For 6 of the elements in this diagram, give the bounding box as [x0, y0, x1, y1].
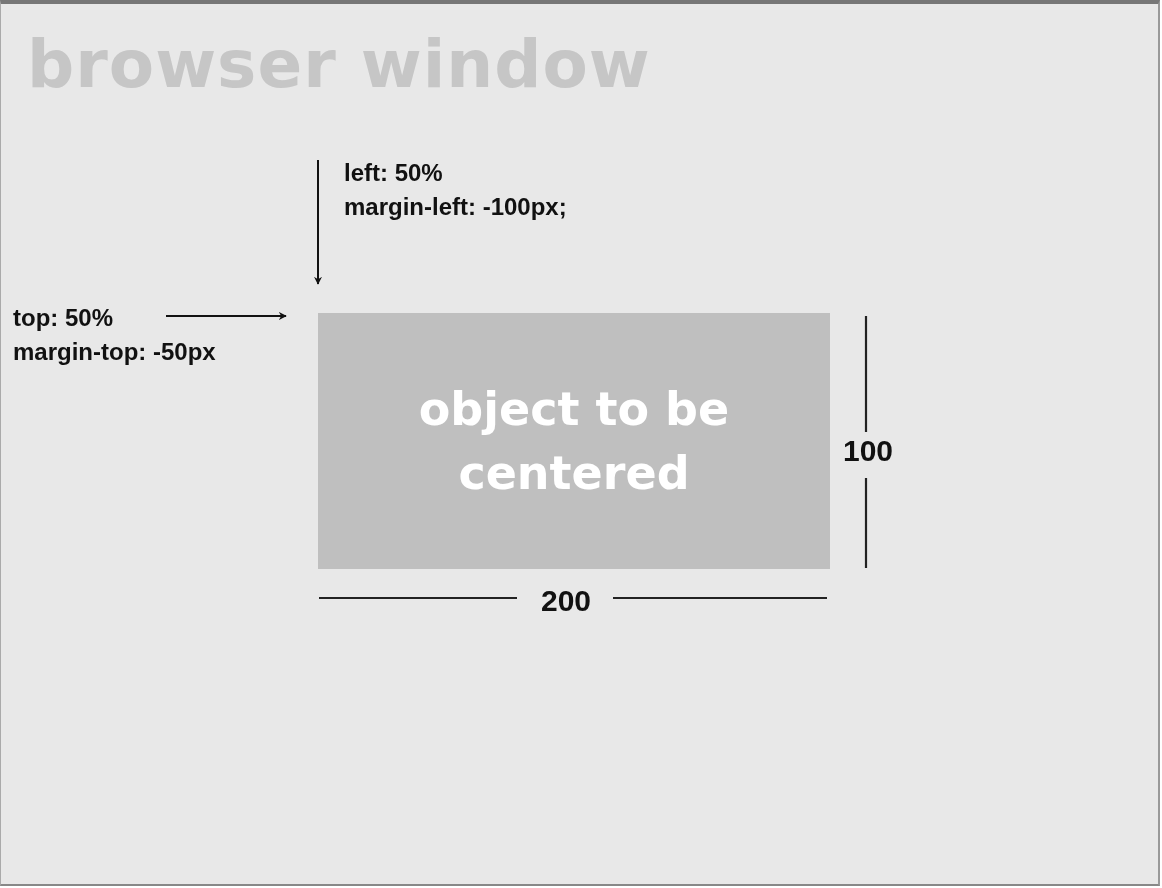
css-rule-label: top: 50% margin-top: -50px — [13, 303, 216, 367]
css-rule-label: left: 50% margin-left: -100px; — [344, 158, 567, 222]
centered-object-box — [318, 313, 830, 569]
dimension-label: 100 — [841, 434, 895, 468]
dimension-label: 200 — [539, 584, 593, 618]
box-label: object to be centered — [417, 381, 731, 502]
